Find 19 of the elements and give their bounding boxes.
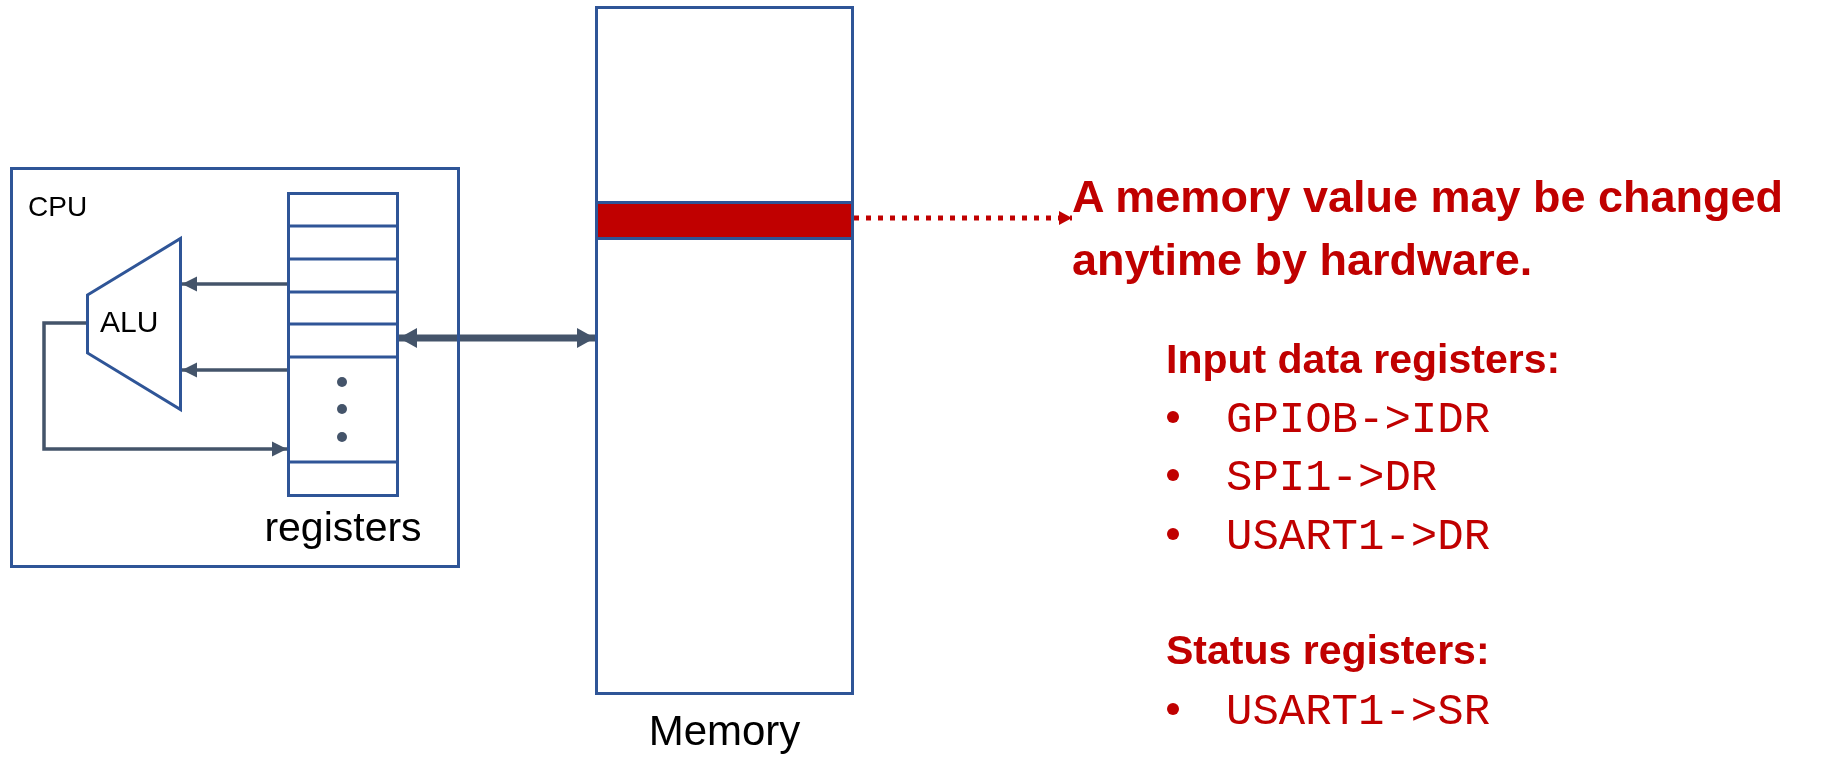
component-label: registers — [264, 504, 422, 552]
arrow — [182, 276, 287, 292]
register-name: USART1->DR — [1226, 512, 1491, 563]
register-name: USART1->SR — [1226, 687, 1491, 738]
arrow — [42, 321, 287, 457]
component-label: Memory — [648, 707, 801, 756]
dotted-arrow — [854, 211, 1072, 225]
register-stack — [287, 192, 399, 497]
list-heading: Input data registers: — [1166, 336, 1561, 384]
list-heading: Status registers: — [1166, 627, 1490, 675]
note-text: A memory value may be changed anytime by hardware. — [1072, 170, 1785, 287]
alu-label: ALU — [100, 305, 159, 340]
memory-block — [595, 6, 854, 695]
highlighted-memory-cell — [595, 201, 854, 240]
register-name: SPI1->DR — [1226, 453, 1438, 504]
arrow — [182, 362, 287, 378]
box-title: CPU — [28, 191, 88, 224]
cpu-box — [10, 167, 460, 568]
register-name: GPIOB->IDR — [1226, 395, 1491, 446]
